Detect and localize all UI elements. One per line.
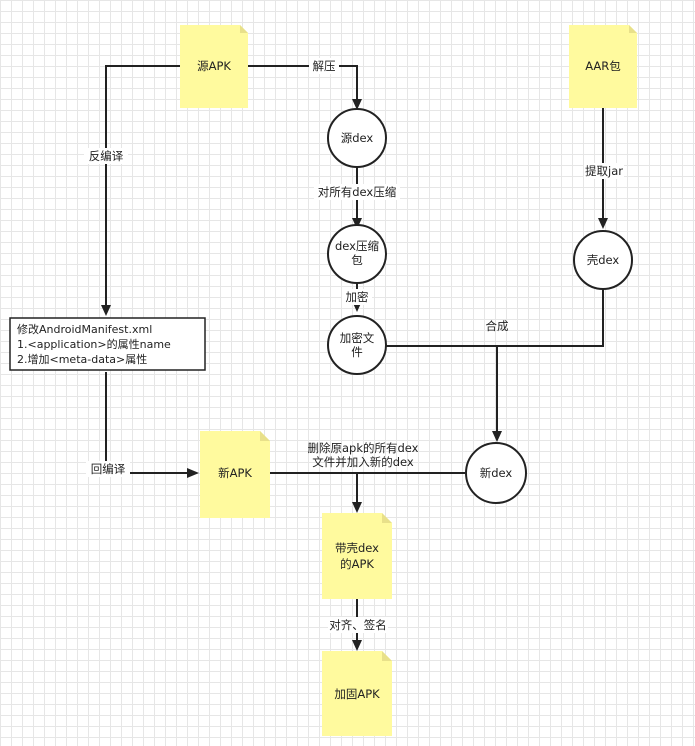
node-manifest-2: 1.<application>的属性name: [17, 337, 171, 351]
circle-shell-dex: 壳dex: [573, 230, 633, 290]
node-manifest-1: 修改AndroidManifest.xml: [17, 322, 152, 336]
note-shell-apk: 带壳dex 的APK: [322, 513, 392, 599]
edge-label-compress: 对所有dex压缩: [318, 185, 396, 199]
edge-label-replace-1: 删除原apk的所有dex: [308, 441, 419, 455]
arrowhead-align-sign: [352, 640, 362, 651]
edge-recompile: [105, 372, 188, 474]
arrowhead-unzip: [352, 99, 362, 110]
arrowhead-replace: [352, 502, 362, 513]
edge-label-decompile: 反编译: [89, 149, 124, 163]
edge-label-merge: 合成: [486, 319, 509, 333]
node-dex-zip-2: 包: [351, 253, 363, 267]
edge-label-replace-2: 文件并加入新的dex: [312, 455, 414, 469]
node-new-apk: 新APK: [218, 466, 252, 480]
edge-label-encrypt: 加密: [346, 290, 369, 304]
circle-new-dex: 新dex: [465, 442, 527, 504]
node-dex-zip-1: dex压缩: [335, 239, 379, 253]
arrowhead-compress: [352, 218, 362, 229]
note-aar: AAR包: [569, 25, 637, 108]
node-shell-apk-1: 带壳dex: [335, 541, 379, 555]
circle-encrypted: 加密文 件: [327, 315, 387, 375]
label-bg-decompile: [84, 148, 128, 164]
circle-source-dex: 源dex: [327, 108, 387, 168]
node-manifest-3: 2.增加<meta-data>属性: [17, 352, 147, 366]
arrowhead-extract-jar: [598, 218, 608, 229]
label-bg-align-sign: [328, 617, 388, 633]
edge-unzip: [248, 65, 358, 100]
edge-decompile: [105, 65, 180, 306]
label-bg-unzip: [309, 58, 339, 74]
label-bg-recompile: [86, 461, 130, 477]
node-aar: AAR包: [585, 59, 621, 73]
note-source-apk: 源APK: [180, 25, 248, 108]
edge-label-extract-jar: 提取jar: [585, 164, 623, 178]
edge-label-recompile: 回编译: [91, 462, 126, 476]
note-new-apk: 新APK: [200, 431, 270, 518]
edge-label-align-sign: 对齐、签名: [329, 618, 387, 632]
label-bg-compress: [314, 184, 400, 200]
label-bg-encrypt: [342, 289, 372, 305]
node-new-dex: 新dex: [480, 466, 513, 480]
node-source-dex: 源dex: [341, 131, 374, 145]
note-hardened-apk: 加固APK: [322, 651, 392, 736]
edge-merge-shell: [386, 288, 604, 347]
node-encrypted-1: 加密文: [340, 331, 375, 345]
edge-label-unzip: 解压: [313, 59, 336, 73]
node-hardened-apk: 加固APK: [334, 687, 380, 701]
arrowhead-recompile: [187, 468, 199, 478]
circle-dex-zip: dex压缩 包: [327, 224, 387, 284]
node-shell-apk-2: 的APK: [340, 557, 374, 571]
arrowhead-decompile: [101, 305, 111, 316]
arrowhead-merge: [492, 431, 502, 442]
label-bg-extract-jar: [584, 163, 624, 179]
node-source-apk: 源APK: [197, 59, 231, 73]
node-encrypted-2: 件: [351, 345, 363, 359]
node-shell-dex: 壳dex: [587, 253, 620, 267]
box-manifest: 修改AndroidManifest.xml 1.<application>的属性…: [9, 317, 206, 371]
